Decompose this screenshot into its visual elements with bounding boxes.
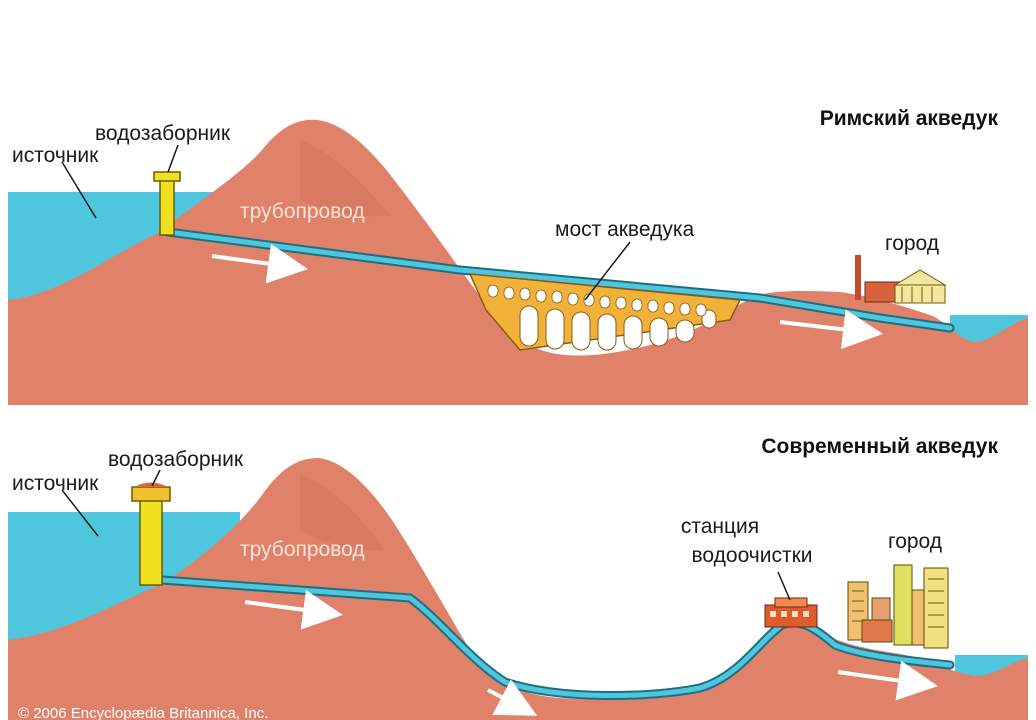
modern-city <box>847 564 949 649</box>
terrain-shading <box>300 140 390 217</box>
modern-source-label: источник <box>12 472 99 495</box>
roman-aqueduct-panel: Римский акведук источник водозаборник тр… <box>8 107 1028 405</box>
modern-city-label: город <box>888 530 942 553</box>
modern-title: Современный акведук <box>761 435 998 458</box>
leader-line <box>151 469 161 487</box>
terrain <box>8 458 1028 720</box>
pipeline-inner <box>159 577 953 699</box>
modern-station-label-line2: водоочистки <box>692 544 813 567</box>
terrain-shading <box>300 475 385 551</box>
leader-line <box>167 144 179 173</box>
modern-aqueduct-panel: Современный акведук источник водозаборни… <box>8 435 1028 720</box>
modern-city-windows <box>852 578 944 628</box>
terrain <box>8 119 1028 405</box>
roman-pipeline-label: трубопровод <box>240 200 365 223</box>
treatment-station <box>764 597 818 628</box>
leader-line <box>584 241 631 301</box>
flow-arrow <box>487 679 538 716</box>
aqueduct-bridge <box>468 273 742 351</box>
modern-intake-label: водозаборник <box>108 448 244 471</box>
roman-bridge-label: мост акведука <box>555 218 694 241</box>
intake-tower <box>153 171 181 236</box>
flow-arrow <box>211 243 308 284</box>
roman-title: Римский акведук <box>820 107 999 130</box>
leader-line <box>61 489 99 537</box>
roman-intake-label: водозаборник <box>95 122 231 145</box>
leader-line <box>777 571 791 601</box>
modern-station-label-line1: станция <box>681 515 759 538</box>
roman-source-label: источник <box>12 144 99 167</box>
roman-city <box>855 255 947 304</box>
pipeline-inner <box>165 229 953 331</box>
intake-tower <box>131 482 171 586</box>
flow-arrow <box>837 660 938 701</box>
flow-arrow <box>244 589 343 630</box>
flow-arrow <box>779 309 883 350</box>
copyright: © 2006 Encyclopædia Britannica, Inc. <box>18 705 268 720</box>
leader-line <box>61 161 97 219</box>
roman-city-label: город <box>885 232 939 255</box>
modern-pipeline-label: трубопровод <box>240 538 365 561</box>
